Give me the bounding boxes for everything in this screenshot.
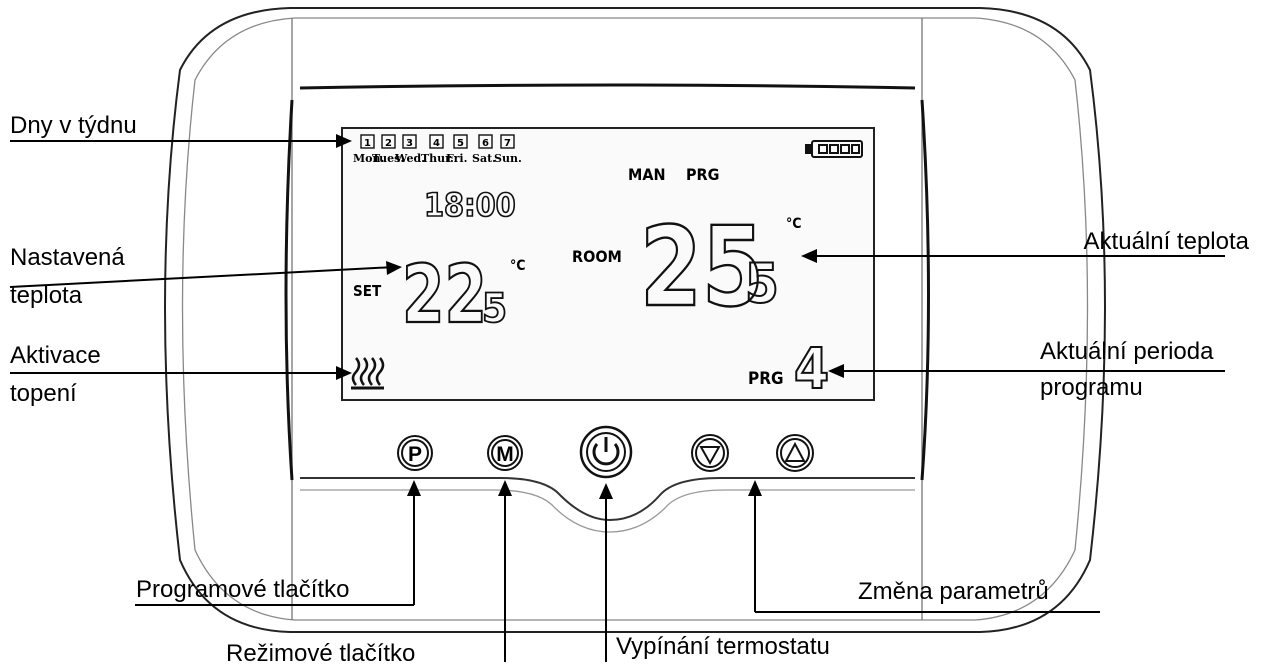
heating-icon xyxy=(351,357,385,390)
day-number: 1 xyxy=(364,138,371,149)
label-days-of-week: Dny v týdnu xyxy=(10,112,137,139)
set-temperature-integer: 22 xyxy=(402,248,487,342)
program-period-number: 4 xyxy=(794,337,829,402)
mode-button[interactable]: M xyxy=(487,435,523,471)
day-name: Mon. xyxy=(353,152,384,165)
label-set-temp-line2: teplota xyxy=(10,282,83,309)
battery-icon xyxy=(805,140,863,158)
label-heating-line1: Aktivace xyxy=(10,342,101,369)
label-period-line1: Aktuální perioda xyxy=(1040,338,1214,365)
callout-lines xyxy=(9,134,1225,662)
man-indicator: MAN xyxy=(628,165,666,184)
day-name: Sat. xyxy=(472,152,496,165)
room-temperature-integer: 25 xyxy=(640,203,764,331)
down-button[interactable] xyxy=(691,434,729,472)
day-box xyxy=(402,134,417,149)
label-power-button: Vypínání termostatu xyxy=(616,633,830,660)
down-arrow-icon xyxy=(699,446,721,466)
day-name: Tues. xyxy=(372,152,404,165)
mode-button-label: M xyxy=(496,443,514,466)
day-number: 2 xyxy=(385,138,392,149)
room-temperature-decimal: 5 xyxy=(745,252,779,315)
label-set-temp-line1: Nastavená xyxy=(10,244,125,271)
day-number: 3 xyxy=(406,138,413,149)
clock-display: 18:00 xyxy=(424,186,516,224)
set-temperature-decimal: 5 xyxy=(482,286,507,332)
day-number: 6 xyxy=(482,138,489,149)
program-button-label: P xyxy=(408,443,422,466)
day-box xyxy=(360,134,375,149)
day-name: Fri. xyxy=(446,152,467,165)
up-button[interactable] xyxy=(776,434,814,472)
label-period-line2: programu xyxy=(1040,374,1143,401)
program-button[interactable]: P xyxy=(397,435,433,471)
up-arrow-icon xyxy=(784,441,806,462)
prg-mode-indicator: PRG xyxy=(686,165,719,184)
day-box xyxy=(453,134,468,149)
day-number: 4 xyxy=(433,138,440,149)
room-temperature-unit: °C xyxy=(786,216,802,232)
day-box xyxy=(500,134,515,149)
day-name: Thur. xyxy=(421,152,454,165)
set-temperature-unit: °C xyxy=(510,258,526,274)
day-box xyxy=(478,134,493,149)
day-name: Sun. xyxy=(494,152,522,165)
day-box xyxy=(381,134,396,149)
power-icon xyxy=(592,443,620,466)
day-number: 7 xyxy=(504,138,511,149)
label-heating-line2: topení xyxy=(10,380,77,407)
label-mode-button: Režimové tlačítko xyxy=(226,640,416,667)
day-box xyxy=(429,134,444,149)
set-tag: SET xyxy=(353,282,382,300)
lcd-screen xyxy=(341,127,875,401)
label-current-temp: Aktuální teplota xyxy=(1083,228,1249,255)
power-button[interactable] xyxy=(579,425,633,479)
day-name: Wed. xyxy=(394,152,425,165)
prg-period-tag: PRG xyxy=(748,369,784,389)
label-program-button: Programové tlačítko xyxy=(136,576,350,603)
day-number: 5 xyxy=(457,138,464,149)
label-param-change: Změna parametrů xyxy=(858,578,1049,605)
room-tag: ROOM xyxy=(572,247,622,266)
device-housing xyxy=(164,7,1106,633)
